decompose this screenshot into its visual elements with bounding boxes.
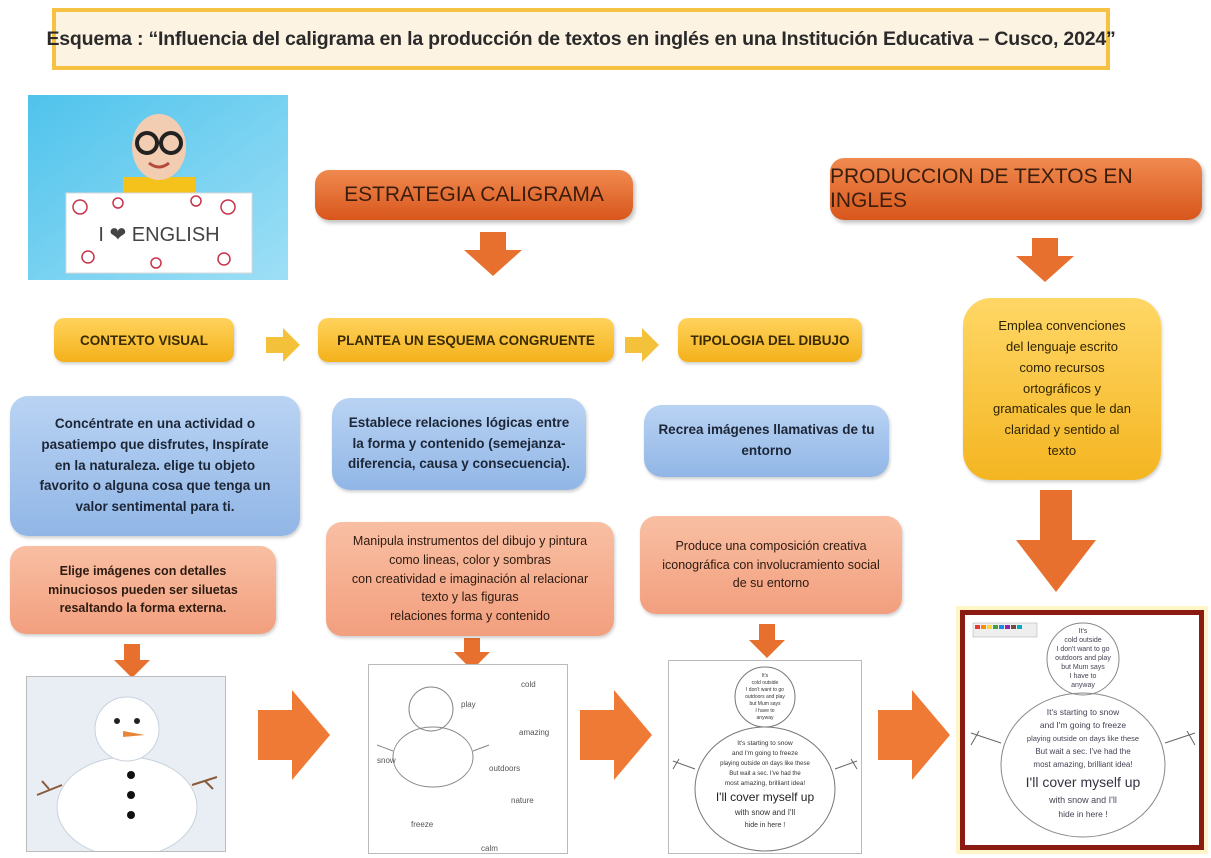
calligram-line: most amazing, brilliant idea! — [725, 780, 806, 787]
production-header-label: PRODUCCION DE TEXTOS EN INGLES — [830, 165, 1133, 212]
production-description: Emplea convenciones del lenguaje escrito… — [963, 298, 1161, 480]
calligram-large: It's cold outside I don't want to go out… — [970, 622, 1196, 838]
recreate-box: Recrea imágenes llamativas de tu entorno — [644, 405, 889, 477]
focus-box-text: Concéntrate en una actividad o pasatiemp… — [39, 415, 271, 515]
arrow-big-right-3 — [878, 690, 950, 780]
calligram-line: It's — [1079, 628, 1088, 635]
arrow-right-1 — [266, 328, 300, 362]
draft-outline: cold play amazing snow outdoors nature f… — [376, 680, 549, 853]
calligram-picture: It's cold outside I don't want to go out… — [668, 660, 862, 854]
arrow-down-production-big — [1016, 490, 1096, 592]
calligram-line: hide in here ! — [745, 822, 786, 829]
calligram-line: cold outside — [1064, 637, 1101, 644]
calligram-line: cold outside — [752, 680, 779, 686]
calligram-line: and I'm going to freeze — [1040, 720, 1126, 730]
calligram-line: But wait a sec. I've had the — [1035, 747, 1131, 756]
focus-box: Concéntrate en una actividad o pasatiemp… — [10, 396, 300, 536]
girl-illustration: I ❤ ENGLISH — [28, 95, 288, 280]
arrow-down-production — [1016, 238, 1074, 282]
calligram-line: I don't want to go — [1056, 646, 1109, 653]
arrow-down-instruments — [454, 638, 490, 670]
arrow-down-compose — [749, 624, 785, 658]
draft-word: outdoors — [489, 764, 520, 773]
recreate-box-text: Recrea imágenes llamativas de tu entorno — [658, 422, 875, 458]
calligram-line: I have to — [1070, 673, 1097, 680]
calligram-line: I'll cover myself up — [1026, 774, 1141, 790]
step-visual-context-label: CONTEXTO VISUAL — [79, 332, 208, 348]
calligram-line: most amazing, brilliant idea! — [1033, 760, 1132, 769]
calligram-line: with snow and I'll — [734, 808, 795, 817]
strategy-header: ESTRATEGIA CALIGRAMA — [315, 170, 633, 220]
sign-text: I ❤ ENGLISH — [98, 224, 219, 246]
calligram-line: playing outside on days like these — [720, 761, 810, 767]
calligram-line: It's starting to snow — [737, 740, 793, 747]
final-calligram: It's cold outside I don't want to go out… — [960, 610, 1204, 850]
step-scheme-label: PLANTEA UN ESQUEMA CONGRUENTE — [337, 332, 595, 348]
step-typology: TIPOLOGIA DEL DIBUJO — [678, 318, 862, 362]
compose-box: Produce una composición creativa iconogr… — [640, 516, 902, 614]
calligram-line: I'll cover myself up — [716, 790, 815, 804]
arrow-right-2 — [625, 328, 659, 362]
final-calligram-frame: It's cold outside I don't want to go out… — [956, 606, 1208, 854]
draft-word: freeze — [411, 820, 434, 829]
calligram-line: I don't want to go — [746, 687, 784, 693]
calligram-line: I have to — [755, 708, 774, 714]
logic-box-text: Establece relaciones lógicas entre la fo… — [347, 414, 571, 472]
calligram-line: playing outside on days like these — [1027, 734, 1139, 743]
step-scheme: PLANTEA UN ESQUEMA CONGRUENTE — [318, 318, 614, 362]
calligram-line: with snow and I'll — [1048, 795, 1117, 805]
arrow-big-right-2 — [580, 690, 652, 780]
draft-word: calm — [481, 844, 498, 853]
calligram-line: but Mum says — [749, 701, 781, 707]
step-typology-label: TIPOLOGIA DEL DIBUJO — [690, 332, 850, 348]
calligram-line: outdoors and play — [745, 694, 785, 700]
calligram-line: but Mum says — [1061, 664, 1105, 671]
arrow-big-right-1 — [258, 690, 330, 780]
calligram-line: outdoors and play — [1055, 655, 1111, 662]
images-box: Elige imágenes con detalles minuciosos p… — [10, 546, 276, 634]
calligram-line: anyway — [757, 715, 774, 721]
draft-word: amazing — [519, 728, 549, 737]
instruments-box: Manipula instrumentos del dibujo y pintu… — [326, 522, 614, 636]
production-header: PRODUCCION DE TEXTOS EN INGLES — [830, 158, 1202, 220]
calligram-small: It's cold outside I don't want to go out… — [672, 666, 858, 852]
logic-box: Establece relaciones lógicas entre la fo… — [332, 398, 586, 490]
arrow-down-images — [114, 644, 150, 678]
draft-picture: cold play amazing snow outdoors nature f… — [368, 664, 568, 854]
production-description-text: Emplea convenciones del lenguaje escrito… — [992, 318, 1132, 458]
strategy-header-label: ESTRATEGIA CALIGRAMA — [344, 183, 604, 206]
draft-word: nature — [511, 796, 534, 805]
calligram-line: But wait a sec. I've had the — [729, 771, 801, 777]
calligram-line: It's — [762, 673, 769, 679]
snowman-illustration — [27, 677, 225, 858]
arrow-down-strategy — [464, 232, 522, 276]
snowman-picture — [26, 676, 226, 858]
title-banner: Esquema : “Influencia del caligrama en l… — [46, 8, 1116, 70]
calligram-line: and I'm going to freeze — [732, 750, 798, 757]
draft-word: cold — [521, 680, 536, 689]
calligram-line: hide in here ! — [1058, 809, 1107, 819]
draft-word: snow — [377, 756, 396, 765]
images-box-text: Elige imágenes con detalles minuciosos p… — [48, 563, 238, 616]
calligram-line: anyway — [1071, 682, 1095, 689]
compose-box-text: Produce una composición creativa iconogr… — [662, 538, 880, 591]
diagram-title: Esquema : “Influencia del caligrama en l… — [46, 27, 1116, 50]
draft-word: play — [461, 700, 476, 709]
calligram-line: It's starting to snow — [1047, 707, 1120, 717]
instruments-box-text: Manipula instrumentos del dibujo y pintu… — [351, 534, 589, 624]
english-photo: I ❤ ENGLISH — [28, 95, 288, 280]
step-visual-context: CONTEXTO VISUAL — [54, 318, 234, 362]
